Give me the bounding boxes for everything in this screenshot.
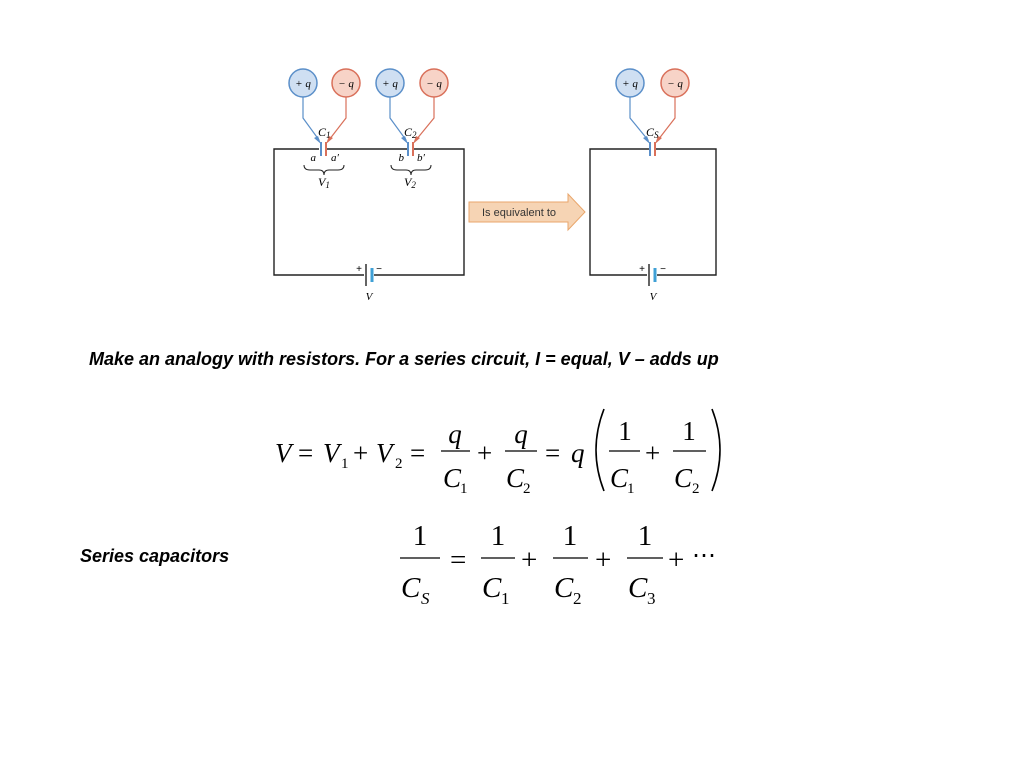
eq1-plus-2: +	[477, 438, 492, 468]
series-capacitors-label: Series capacitors	[80, 546, 230, 566]
eq2-frac1-den: C	[482, 572, 502, 604]
c1-minus-charge: − q	[338, 78, 354, 90]
c2-minus-charge: − q	[426, 78, 442, 90]
eq2-lhs-den-sub: S	[421, 589, 430, 608]
eq1-frac1-den-sub: 1	[460, 481, 468, 497]
eq1-V1: V	[323, 438, 343, 468]
eq1-plus-3: +	[645, 438, 660, 468]
c2-minus-arrowhead	[413, 136, 420, 144]
cs-plus-arrowhead	[643, 136, 650, 144]
eq1-frac3-num: 1	[618, 416, 632, 446]
c1-minus-leader	[328, 97, 347, 141]
cs-minus-charge: − q	[667, 78, 683, 90]
eq2-frac3-den: C	[628, 572, 648, 604]
eq2-plus-2: +	[595, 544, 611, 576]
c1-plus-charge: + q	[295, 78, 311, 90]
eq1-equals-2: =	[410, 438, 425, 468]
right-circuit-wire	[589, 148, 717, 276]
c1-minus-arrowhead	[326, 136, 333, 144]
series-capacitor-diagram: + q − q + q − q C1 C2 a a′ b	[273, 68, 717, 303]
eq1-frac3-den-sub: 1	[627, 481, 635, 497]
left-battery: + − V	[356, 264, 382, 303]
plate-a-prime-label: a′	[331, 152, 340, 164]
eq1-frac2-den: C	[506, 463, 525, 493]
v2-label: V2	[404, 175, 416, 190]
eq2-frac3-num: 1	[638, 520, 653, 552]
right-battery-label: V	[650, 291, 658, 303]
eq2-frac2-den-sub: 2	[573, 589, 582, 608]
c1-plus-arrowhead	[314, 136, 321, 144]
c2-plus-charge: + q	[382, 78, 398, 90]
c2-voltage-brace	[390, 164, 432, 176]
eq1-V1-sub: 1	[341, 456, 349, 472]
right-battery-plus: +	[639, 264, 645, 275]
equation-2: 1 C S = 1 C 1 + 1 C 2 + 1 C 3 + ⋯	[400, 520, 716, 608]
eq2-lhs-den: C	[401, 572, 421, 604]
left-circuit: + q − q + q − q C1 C2 a a′ b	[273, 68, 465, 303]
cs-minus-leader	[657, 97, 676, 141]
eq1-right-paren	[711, 408, 721, 492]
eq1-equals-1: =	[298, 438, 313, 468]
cs-minus-arrowhead	[655, 136, 662, 144]
plate-b-label: b	[399, 152, 405, 164]
eq2-frac1-den-sub: 1	[501, 589, 510, 608]
eq1-frac4-den-sub: 2	[692, 481, 700, 497]
right-battery-minus: −	[660, 264, 666, 275]
eq2-frac2-num: 1	[563, 520, 578, 552]
c2-plus-arrowhead	[401, 136, 408, 144]
c2-plus-leader	[389, 97, 407, 141]
left-battery-plus: +	[356, 264, 362, 275]
eq1-frac2-num: q	[514, 419, 528, 449]
cs-plus-charge: + q	[622, 78, 638, 90]
eq1-equals-3: =	[545, 438, 560, 468]
eq2-lhs-num: 1	[413, 520, 428, 552]
eq2-plus-3: +	[668, 544, 684, 576]
eq2-ellipsis: ⋯	[692, 543, 716, 569]
equivalence-arrow-text: Is equivalent to	[482, 207, 556, 219]
c1-plus-leader	[302, 97, 320, 141]
eq1-q: q	[571, 438, 585, 468]
eq1-frac4-den: C	[674, 463, 693, 493]
equivalence-arrow-shape	[468, 192, 586, 232]
analogy-caption: Make an analogy with resistors. For a se…	[89, 349, 719, 369]
right-circuit: + q − q CS + − V	[589, 68, 717, 303]
plate-b-prime-label: b′	[417, 152, 426, 164]
eq1-V2: V	[376, 438, 396, 468]
eq1-plus-1: +	[353, 438, 368, 468]
eq1-frac2-den-sub: 2	[523, 481, 531, 497]
eq2-frac3-den-sub: 3	[647, 589, 656, 608]
eq2-equals: =	[450, 544, 466, 576]
c1-label: C1	[318, 125, 331, 140]
eq2-frac2-den: C	[554, 572, 574, 604]
right-battery: + − V	[639, 264, 666, 303]
equation-1: V = V 1 + V 2 = q C 1 + q C 2 = q 1	[275, 408, 721, 497]
eq1-left-paren	[595, 408, 605, 492]
c2-label: C2	[404, 125, 417, 140]
equivalence-arrow: Is equivalent to	[468, 192, 586, 232]
left-battery-minus: −	[376, 264, 382, 275]
c1-voltage-brace	[303, 164, 345, 176]
v1-label: V1	[318, 175, 330, 190]
cs-label: CS	[646, 125, 659, 140]
eq1-frac4-num: 1	[682, 416, 696, 446]
left-circuit-wire	[273, 148, 465, 276]
c2-minus-leader	[415, 97, 435, 141]
eq1-frac3-den: C	[610, 463, 629, 493]
eq1-V: V	[275, 438, 295, 468]
plate-a-label: a	[311, 152, 317, 164]
left-battery-label: V	[366, 291, 374, 303]
eq2-frac1-num: 1	[491, 520, 506, 552]
eq2-plus-1: +	[521, 544, 537, 576]
cs-plus-leader	[629, 97, 649, 141]
eq1-V2-sub: 2	[395, 456, 403, 472]
eq1-frac1-num: q	[448, 419, 462, 449]
eq1-frac1-den: C	[443, 463, 462, 493]
